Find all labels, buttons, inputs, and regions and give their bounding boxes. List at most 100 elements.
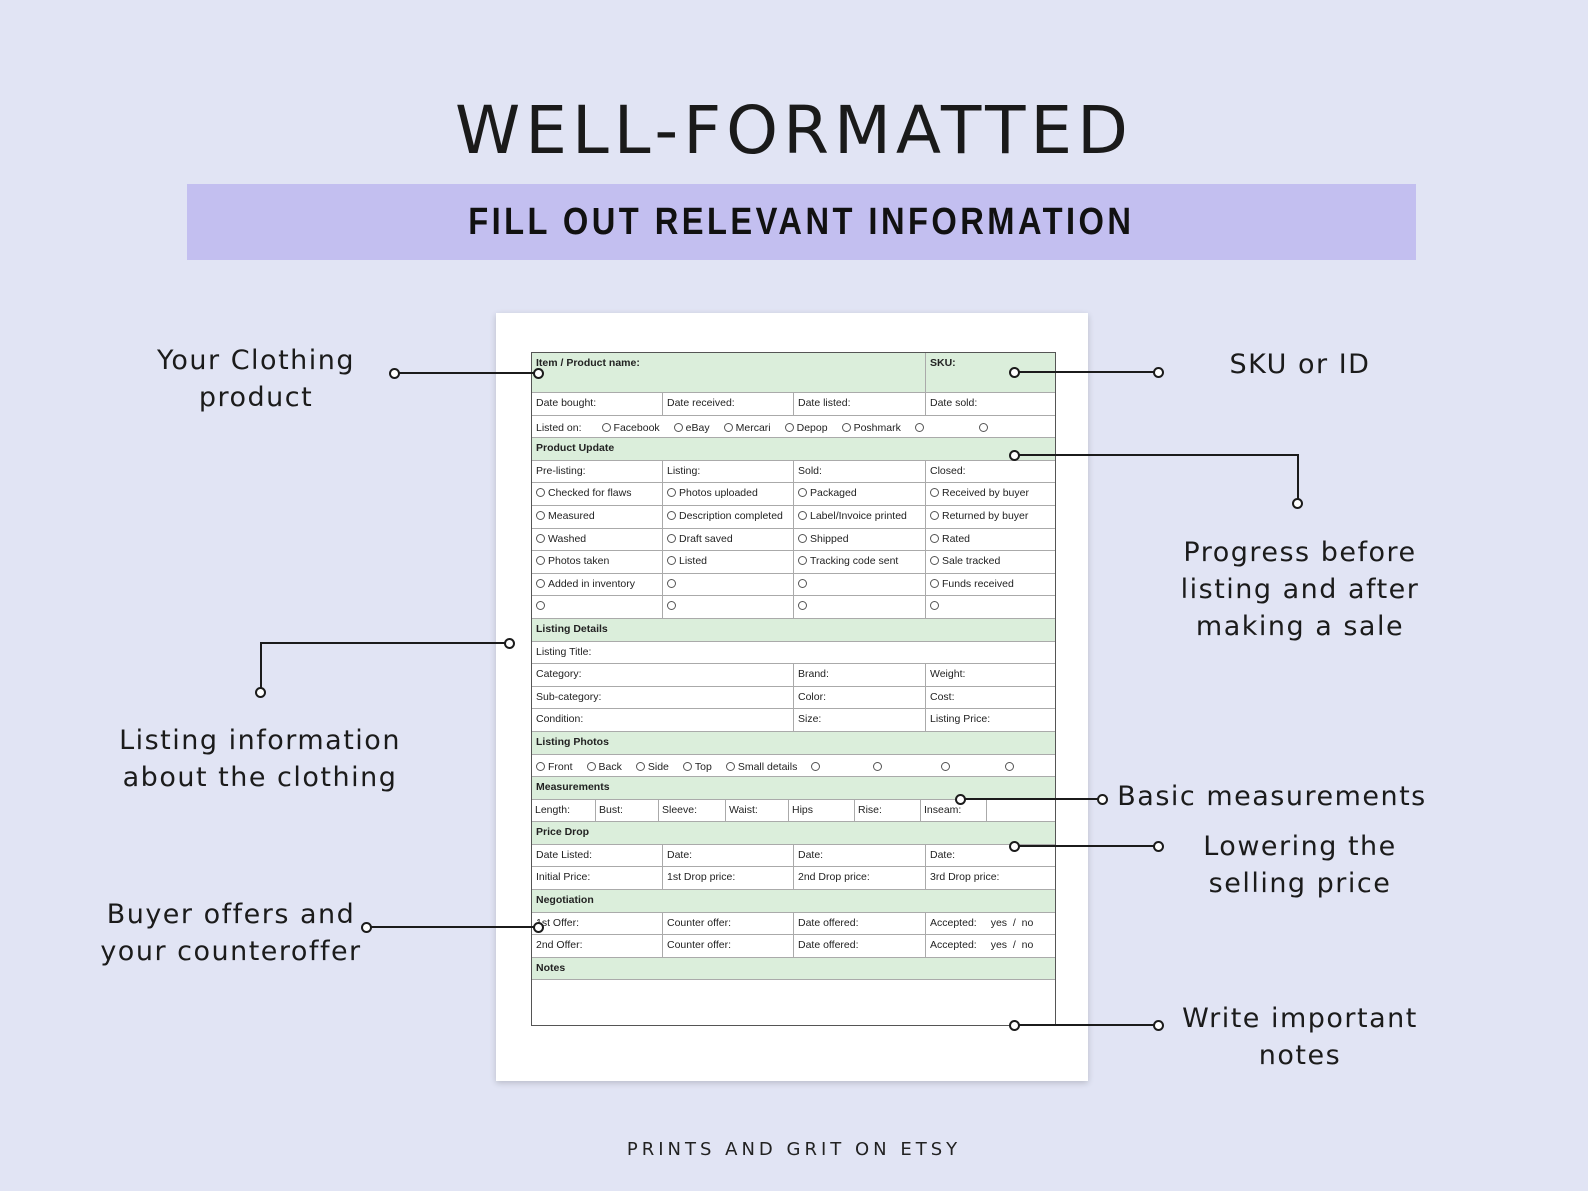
details-field[interactable]: Size: — [793, 709, 925, 731]
price-field[interactable]: Date: — [662, 844, 793, 867]
photo-option[interactable]: Back — [586, 761, 622, 773]
platform-option[interactable]: Poshmark — [841, 422, 901, 434]
negotiation-field[interactable]: 2nd Offer: — [536, 939, 583, 952]
measure-field[interactable]: Inseam: — [920, 799, 986, 822]
platform-option[interactable]: eBay — [673, 422, 710, 434]
checklist-item[interactable]: Received by buyer — [925, 483, 1055, 505]
measure-field[interactable]: Bust: — [595, 799, 658, 822]
checklist-item[interactable] — [662, 573, 793, 596]
measure-field[interactable]: Waist: — [725, 799, 788, 822]
radio-icon — [667, 556, 676, 566]
date-sold-field[interactable]: Date sold: — [925, 393, 1055, 415]
checklist-item[interactable]: Sale tracked — [925, 551, 1055, 573]
notes-area[interactable] — [532, 979, 1055, 1025]
checklist-item[interactable]: Description completed — [662, 505, 793, 528]
photo-option[interactable]: Front — [536, 761, 573, 773]
price-field[interactable]: 3rd Drop price: — [925, 867, 1055, 890]
radio-icon — [536, 556, 545, 566]
checklist-item[interactable]: Returned by buyer — [925, 505, 1055, 528]
date-received-field[interactable]: Date received: — [662, 393, 793, 415]
connector-dot — [504, 638, 515, 649]
date-listed-field[interactable]: Date listed: — [793, 393, 925, 415]
checklist-item[interactable] — [532, 596, 662, 618]
measure-field[interactable]: Hips — [788, 799, 854, 822]
date-bought-field[interactable]: Date bought: — [536, 397, 597, 409]
checklist-item[interactable]: Label/Invoice printed — [793, 505, 925, 528]
details-field[interactable]: Weight: — [925, 664, 1055, 686]
listing-title-field[interactable]: Listing Title: — [536, 645, 592, 658]
checklist-item[interactable]: Packaged — [793, 483, 925, 505]
details-field[interactable]: Sub-category: — [536, 690, 602, 703]
photo-option[interactable]: Top — [682, 761, 712, 773]
item-name-field[interactable]: Item / Product name: — [536, 357, 640, 369]
radio-icon — [536, 533, 545, 543]
price-field[interactable]: Date: — [793, 844, 925, 867]
photo-option-blank[interactable] — [1005, 761, 1017, 773]
measure-field-blank[interactable] — [986, 799, 1055, 822]
callout-notes: Write important notes — [1182, 1003, 1418, 1071]
checklist-item[interactable] — [925, 596, 1055, 618]
connector-line — [396, 372, 540, 374]
platform-option[interactable]: Depop — [784, 422, 828, 434]
platform-option[interactable]: Mercari — [723, 422, 771, 434]
checklist-item[interactable] — [662, 596, 793, 618]
checklist-item[interactable]: Rated — [925, 528, 1055, 551]
radio-icon — [811, 762, 821, 772]
negotiation-field[interactable]: Counter offer: — [662, 912, 793, 935]
price-field[interactable]: Date: — [925, 844, 1055, 867]
price-field[interactable]: 1st Drop price: — [662, 867, 793, 890]
checklist-item[interactable]: Measured — [532, 506, 662, 528]
price-field[interactable]: Initial Price: — [536, 871, 591, 884]
connector-line — [962, 798, 1104, 800]
checklist-item[interactable]: Shipped — [793, 528, 925, 551]
negotiation-field[interactable]: Date offered: — [793, 935, 925, 957]
radio-icon — [536, 601, 545, 611]
checklist-item[interactable]: Washed — [532, 529, 662, 551]
price-field[interactable]: 2nd Drop price: — [793, 867, 925, 890]
negotiation-field[interactable]: Counter offer: — [662, 935, 793, 957]
photo-option-blank[interactable] — [811, 761, 823, 773]
negotiation-field[interactable]: 1st Offer: — [536, 916, 579, 929]
details-field[interactable]: Condition: — [536, 713, 584, 726]
callout-product: Your Clothing product — [156, 345, 356, 413]
details-field[interactable]: Listing Price: — [925, 709, 1055, 731]
checklist-item[interactable]: Tracking code sent — [793, 551, 925, 573]
platform-option-blank[interactable] — [914, 422, 927, 434]
photo-option-blank[interactable] — [873, 761, 885, 773]
section-header: Negotiation — [532, 889, 1055, 912]
negotiation-field[interactable]: Date offered: — [793, 912, 925, 935]
price-field[interactable]: Date Listed: — [536, 848, 593, 861]
accepted-field[interactable]: Accepted:yes / no — [925, 912, 1055, 935]
checklist-row: Added in inventory Funds received — [532, 572, 1055, 596]
checklist-item[interactable]: Added in inventory — [532, 574, 662, 596]
measure-field[interactable]: Rise: — [854, 799, 920, 822]
details-field[interactable]: Category: — [536, 668, 582, 681]
checklist-item[interactable]: Photos taken — [532, 551, 662, 573]
measure-field[interactable]: Length: — [535, 803, 571, 816]
checklist-item[interactable]: Listed — [662, 551, 793, 573]
connector-line — [368, 926, 540, 928]
radio-icon — [798, 533, 807, 543]
checklist-item[interactable]: Photos uploaded — [662, 483, 793, 505]
sku-field[interactable]: SKU: — [925, 353, 1055, 392]
checklist-item[interactable]: Draft saved — [662, 528, 793, 551]
photo-option[interactable]: Side — [635, 761, 669, 773]
radio-icon — [798, 556, 807, 566]
checklist-item[interactable] — [793, 596, 925, 618]
details-field[interactable]: Color: — [793, 686, 925, 709]
radio-icon — [1005, 762, 1015, 772]
photo-option-blank[interactable] — [941, 761, 953, 773]
price-row: Initial Price: 1st Drop price:2nd Drop pr… — [532, 866, 1055, 890]
platform-option-blank[interactable] — [978, 422, 991, 434]
checklist-item[interactable]: Funds received — [925, 573, 1055, 596]
details-field[interactable]: Brand: — [793, 664, 925, 686]
platform-option[interactable]: Facebook — [601, 422, 660, 434]
checklist-item[interactable] — [793, 573, 925, 596]
photo-option[interactable]: Small details — [725, 761, 797, 773]
checklist-item[interactable]: Checked for flaws — [532, 483, 662, 505]
measure-field[interactable]: Sleeve: — [658, 799, 725, 822]
connector-dot — [1292, 498, 1303, 509]
details-field[interactable]: Cost: — [925, 686, 1055, 709]
radio-icon — [798, 510, 807, 520]
accepted-field[interactable]: Accepted:yes / no — [925, 935, 1055, 957]
